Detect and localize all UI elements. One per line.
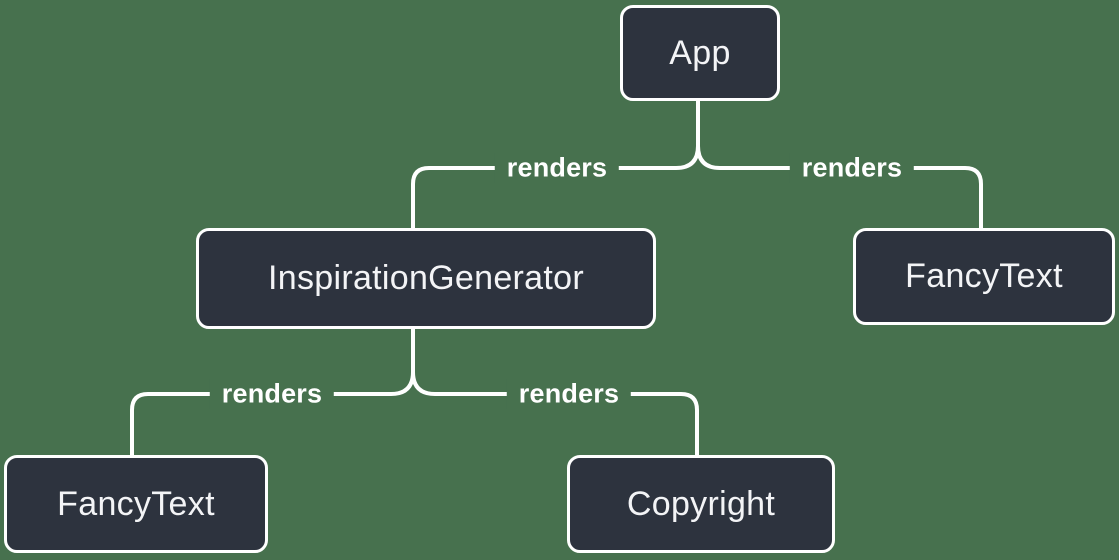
node-app-label: App [669, 33, 731, 72]
node-fancy-text-top-label: FancyText [905, 257, 1063, 295]
node-copyright: Copyright [567, 455, 835, 553]
edge-label-inspiration-generator-copyright: renders [506, 378, 632, 410]
node-app: App [620, 5, 780, 101]
node-copyright-label: Copyright [626, 484, 776, 523]
node-inspiration-generator: InspirationGenerator [196, 228, 656, 329]
node-fancy-text-bottom: FancyText [4, 455, 268, 553]
node-fancy-text-bottom-label: FancyText [57, 484, 215, 523]
edge-label-inspiration-generator-fancy-text: renders [209, 378, 335, 410]
edge-label-app-fancy-text: renders [789, 152, 915, 184]
node-inspiration-generator-label: InspirationGenerator [268, 259, 584, 297]
node-fancy-text-top: FancyText [853, 228, 1115, 325]
edge-label-app-inspiration-generator: renders [494, 152, 620, 184]
